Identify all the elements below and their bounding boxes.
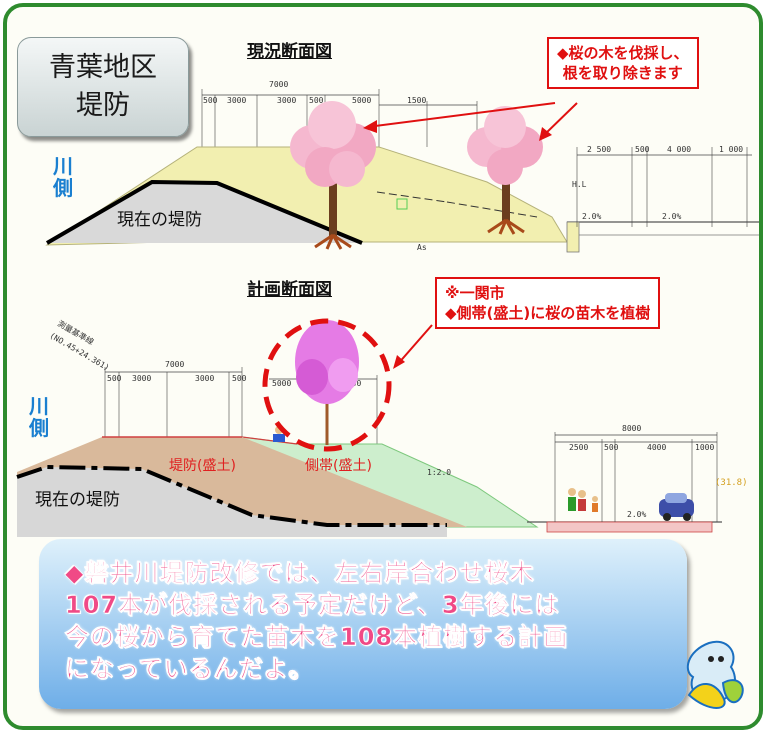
planned-dim-5: 5000 <box>272 379 291 388</box>
planned-dim-r3: 4000 <box>647 443 666 452</box>
message-box <box>39 539 687 709</box>
current-hl-label: H.L <box>572 180 587 189</box>
planned-note-line2: ◆側帯(盛土)に桜の苗木を植樹 <box>445 304 651 322</box>
current-river-char1: 川 <box>53 154 73 178</box>
current-note-line2: 根を取り除きます <box>562 64 683 82</box>
current-dim-2: 3000 <box>227 96 246 105</box>
planned-embankment-label: 現在の堤防 <box>35 490 120 510</box>
current-embankment-label: 現在の堤防 <box>117 210 202 230</box>
pedestrians-icon <box>568 488 598 512</box>
message-text: ◆磐井川堤防改修では、左右岸合わせ桜木 107本が伐採される予定だけど、3年後に… <box>65 557 705 685</box>
planned-slope-ratio: 1:2.0 <box>427 468 451 477</box>
message-line4: になっているんだよ。 <box>65 655 314 684</box>
current-as-label: As <box>417 243 427 252</box>
current-slope-1: 2.0% <box>582 212 601 221</box>
planned-dim-2: 3000 <box>132 374 151 383</box>
current-dim-r2: 500 <box>635 145 650 154</box>
cherry-sapling-icon <box>295 320 359 445</box>
cherry-tree-left-icon <box>290 101 376 250</box>
planned-levee-fill-label: 堤防(盛土) <box>169 458 236 474</box>
planned-river-side: 川 側 <box>27 395 51 439</box>
current-dim-1: 500 <box>203 96 218 105</box>
planned-slope-pct: 2.0% <box>627 510 646 519</box>
message-line3: 今の桜から育てた苗木を108本植樹する計画 <box>65 623 569 652</box>
current-dim-r4: 1 000 <box>719 145 743 154</box>
title-line2: 堤防 <box>76 90 130 121</box>
title-box: 青葉地区 堤防 <box>17 37 189 137</box>
planned-dim-4: 500 <box>232 374 247 383</box>
current-dim-3: 3000 <box>277 96 296 105</box>
planned-river-char1: 川 <box>29 394 49 418</box>
message-line1: ◆磐井川堤防改修では、左右岸合わせ桜木 <box>65 559 535 588</box>
current-dim-r1: 2 500 <box>587 145 611 154</box>
planned-dim-r1: 2500 <box>569 443 588 452</box>
planned-side-band-label: 側帯(盛土) <box>305 458 372 474</box>
planned-dim-total: 7000 <box>165 360 184 369</box>
current-section-title: 現況断面図 <box>247 42 332 62</box>
planned-dim-r0: 8000 <box>622 424 641 433</box>
car-icon <box>659 493 694 521</box>
planned-section-diagram: 測量基準線 (NO.45+24.361) 7000 500 3000 3000 … <box>16 318 748 537</box>
planned-dim-1: 500 <box>107 374 122 383</box>
current-dim-r3: 4 000 <box>667 145 691 154</box>
planned-dim-r4: 1000 <box>695 443 714 452</box>
current-dim-6: 1500 <box>407 96 426 105</box>
mascot-character-icon <box>686 640 744 709</box>
planned-section-title: 計画断面図 <box>247 280 332 300</box>
message-line2: 107本が伐採される予定だけど、3年後には <box>65 591 560 620</box>
current-note-line1: ◆桜の木を伐採し、 <box>557 44 689 62</box>
current-dim-5: 5000 <box>352 96 371 105</box>
current-river-side: 川 側 <box>51 155 75 199</box>
planned-river-char2: 側 <box>29 416 49 440</box>
current-dim-total: 7000 <box>269 80 288 89</box>
planned-dim-3: 3000 <box>195 374 214 383</box>
planned-dim-r2: 500 <box>604 443 619 452</box>
current-note-box: ◆桜の木を伐採し、 根を取り除きます <box>547 37 699 89</box>
title-line1: 青葉地区 <box>49 52 157 83</box>
page-frame: 青葉地区 堤防 現況断面図 川 側 7000 500 3000 3000 500… <box>3 3 763 730</box>
current-dim-4: 500 <box>309 96 324 105</box>
planned-elevation: (31.8) <box>715 478 748 488</box>
current-section-diagram: 7000 500 3000 3000 500 5000 1500 2 500 5… <box>45 80 759 253</box>
cherry-tree-right-icon <box>467 106 543 235</box>
current-slope-2: 2.0% <box>662 212 681 221</box>
planned-note-box: ※一関市 ◆側帯(盛土)に桜の苗木を植樹 <box>435 277 661 329</box>
current-river-char2: 側 <box>53 176 73 200</box>
planned-note-line1: ※一関市 <box>445 284 505 302</box>
